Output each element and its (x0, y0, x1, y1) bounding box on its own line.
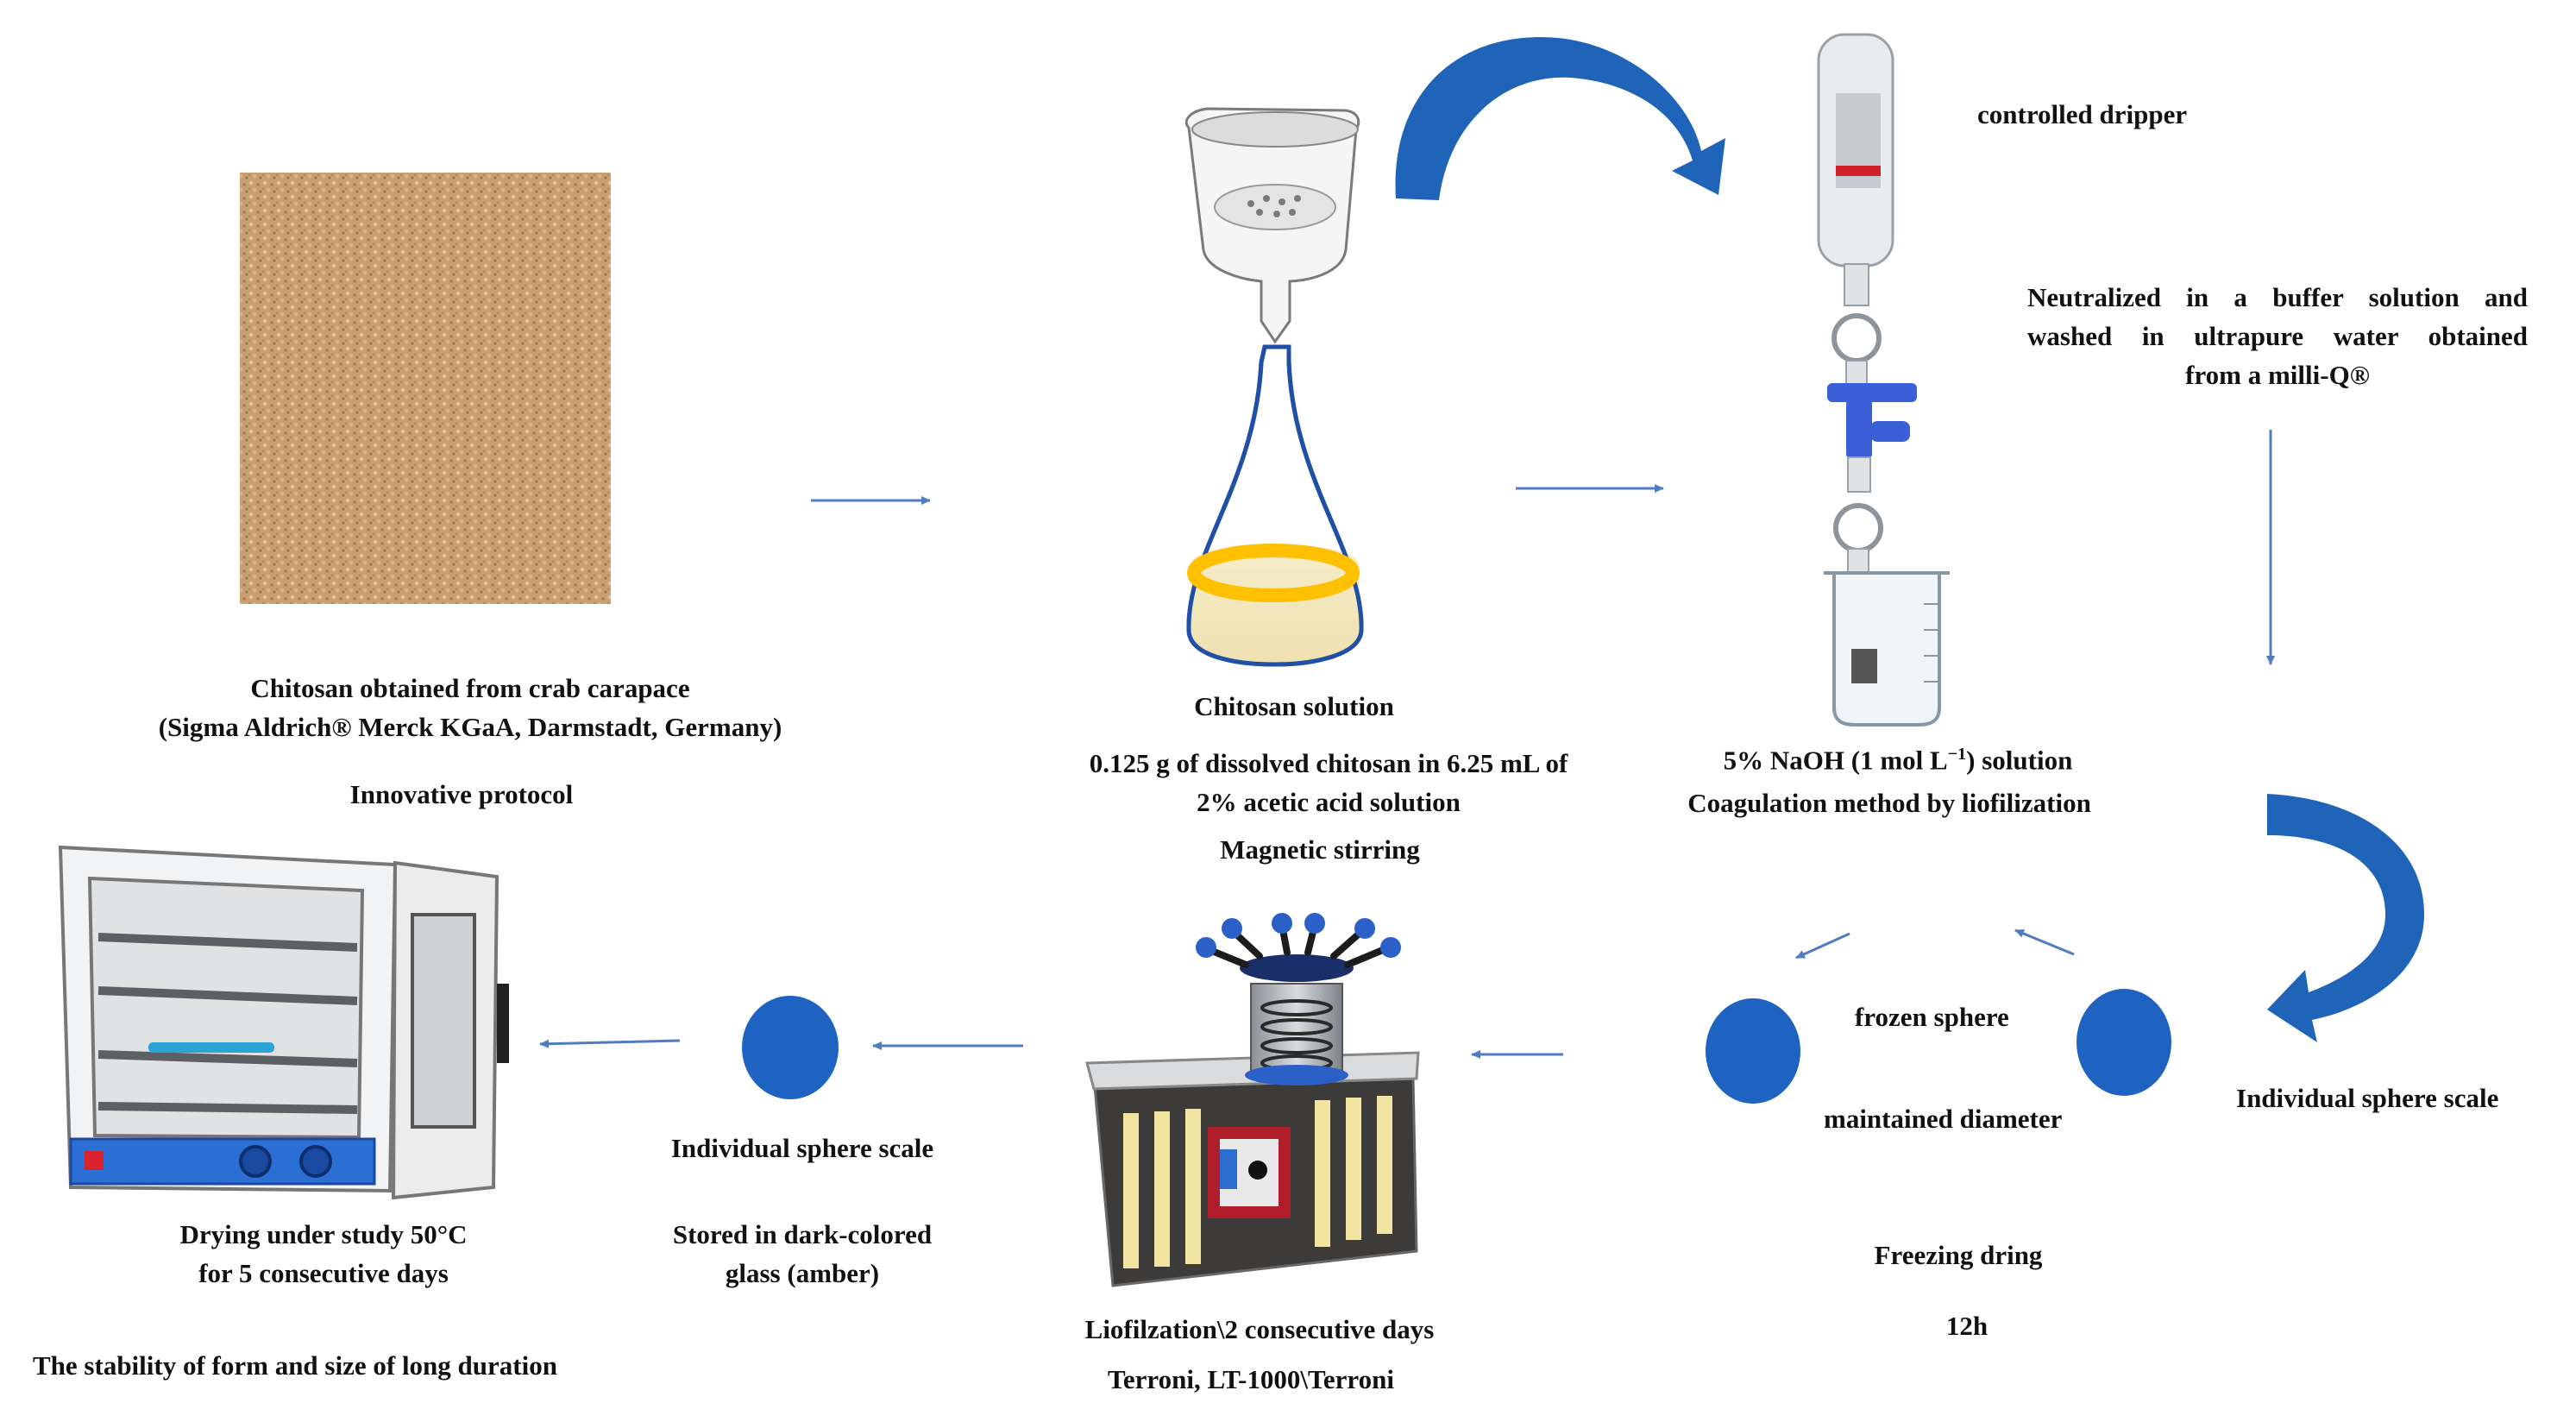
lyophilizer-model-label: Terroni, LT-1000\Terroni (1108, 1364, 1394, 1394)
neutralized-line-1: Neutralized in a buffer solution and (2027, 282, 2528, 312)
drying-line-1: Drying under study 50°C (179, 1219, 468, 1249)
maintained-diameter-label: maintained diameter (1824, 1104, 2063, 1134)
solution-detail-line-2: 2% acetic acid solution (1197, 787, 1461, 817)
chitosan-source-line-1: Chitosan obtained from crab carapace (250, 673, 690, 703)
arrow-to-oven (539, 1039, 681, 1048)
sphere-icon (742, 996, 839, 1099)
lyophilization-label: Liofilzation\2 consecutive days (1084, 1314, 1435, 1344)
stored-line-1: Stored in dark-colored (672, 1219, 933, 1249)
chitosan-powder-image (240, 173, 611, 604)
frozen-sphere-label: frozen sphere (1855, 1002, 2009, 1032)
protocol-label: Innovative protocol (349, 779, 574, 809)
drying-label: Drying under study 50°C for 5 consecutiv… (129, 1215, 518, 1293)
filter-funnel-flask-icon (1184, 107, 1364, 667)
sphere-scale-left-label: Individual sphere scale (670, 1133, 934, 1163)
sphere-icon (2077, 989, 2171, 1096)
stirring-label: Magnetic stirring (1220, 834, 1420, 865)
curved-arrow-icon (1395, 36, 1725, 200)
solution-detail-line-1: 0.125 g of dissolved chitosan in 6.25 mL… (1089, 748, 1568, 778)
chitosan-source-line-2: (Sigma Aldrich® Merck KGaA, Darmstadt, G… (158, 712, 782, 742)
beaker-icon (1824, 571, 1950, 727)
freeze-dryer-icon (1085, 913, 1420, 1287)
chitosan-source-label: Chitosan obtained from crab carapace (Si… (129, 669, 811, 746)
sphere-scale-right-label: Individual sphere scale (2236, 1083, 2499, 1113)
stability-label: The stability of form and size of long d… (33, 1350, 557, 1381)
stored-line-2: glass (amber) (725, 1258, 880, 1288)
solution-detail-label: 0.125 g of dissolved chitosan in 6.25 mL… (1027, 744, 1630, 821)
naoh-prefix: 5% NaOH (1 mol L (1723, 745, 1948, 776)
dripper-label: controlled dripper (1977, 99, 2188, 129)
neutralized-line-2: washed in ultrapure water obtained (2027, 321, 2528, 351)
neutralized-label: Neutralized in a buffer solution and was… (2027, 278, 2528, 394)
freezing-time-label: 12h (1945, 1311, 1989, 1341)
flow-arrows (539, 430, 2275, 1059)
naoh-exponent: −1 (1947, 745, 1967, 764)
coagulation-label: Coagulation method by liofilization (1687, 788, 2091, 818)
arrow-sphere-down-left (1795, 932, 1850, 960)
neutralized-line-3: from a milli-Q® (2185, 360, 2370, 390)
solution-title-label: Chitosan solution (1194, 691, 1394, 721)
naoh-suffix: ) solution (1966, 745, 2073, 776)
sphere-icon (1706, 998, 1800, 1104)
arrow-sphere-up-left (2014, 928, 2075, 956)
drying-oven-icon (58, 845, 509, 1200)
freezing-label: Freezing dring (1874, 1240, 2043, 1270)
drying-line-2: for 5 consecutive days (198, 1258, 449, 1288)
naoh-label: 5% NaOH (1 mol L−1) solution (1639, 735, 2157, 779)
dripper-icon (1817, 33, 1917, 598)
stored-label: Stored in dark-colored glass (amber) (638, 1215, 966, 1293)
curved-arrow-icon (2267, 794, 2424, 1042)
